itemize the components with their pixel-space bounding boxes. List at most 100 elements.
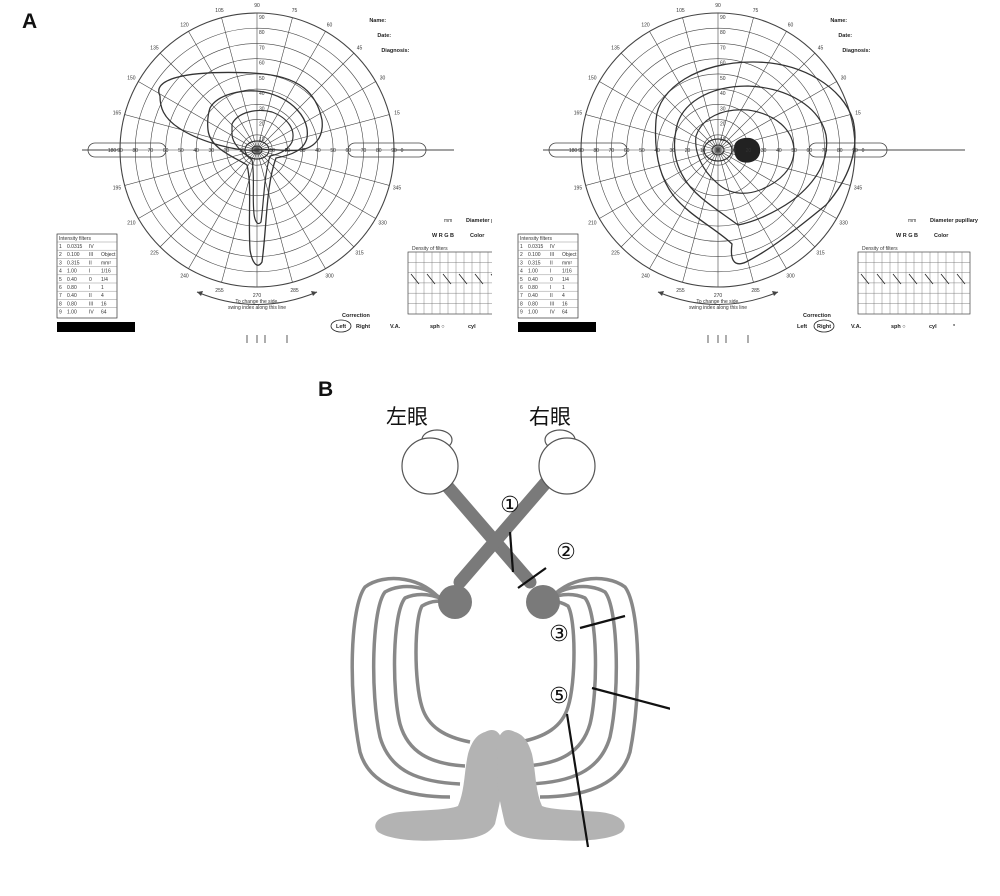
angle-label-270: 270 [714,293,723,299]
grid-spoke [256,52,355,151]
table-cell: 1 [59,244,62,250]
table-cell: 16 [562,301,568,307]
redaction-bar [518,322,596,332]
table-cell: 1.00 [67,310,77,316]
left-eye-label: 左眼 [386,405,428,429]
eccentricity-label: 40 [259,91,265,97]
table-cell: IV [550,310,555,316]
table-cell: II [550,260,553,266]
density-mark [490,273,492,276]
angle-label-210: 210 [588,221,597,227]
eccentricity-label: 40 [776,148,782,154]
eccentricity-label: 50 [178,148,184,154]
isopter-central-core [251,145,263,155]
table-cell: IV [550,244,555,250]
table-cell: 0.80 [528,285,538,291]
eccentricity-label: 80 [837,148,843,154]
table-cell: 0.0315 [528,244,544,250]
angle-label-345: 345 [854,186,863,192]
angle-label-285: 285 [751,288,760,294]
marker-2: ② [556,540,576,565]
left-eye-option: Left [797,324,807,330]
eccentricity-label: 10 [700,148,706,154]
eccentricity-label: 80 [259,30,265,36]
density-mark [458,273,468,285]
table-cell: 7 [59,293,62,299]
grid-spoke [138,81,258,151]
grid-spoke [585,149,719,186]
table-cell: II [550,293,553,299]
grid-spoke [256,149,376,219]
date-label: Date: [377,33,391,39]
scale-track [347,142,427,158]
grid-spoke [599,81,719,151]
eccentricity-label: 20 [285,148,291,154]
scale-track [87,142,167,158]
table-cell: 9 [59,310,62,316]
polar-grid [56,12,492,343]
eccentricity-label: 20 [259,122,265,128]
table-cell: 4 [520,269,523,275]
lesion-line-5 [565,713,590,848]
eccentricity-label: 10 [269,148,275,154]
angle-label-225: 225 [150,251,159,257]
right-eye-option: Right [356,324,370,330]
eccentricity-label: 20 [685,148,691,154]
eccentricity-label: 10 [239,148,245,154]
eccentricity-label: 30 [300,148,306,154]
arrow-head [772,291,778,296]
eccentricity-label: 90 [259,15,265,21]
angle-label-255: 255 [676,288,685,294]
grid-spoke [159,149,258,248]
change-side-note: swing index along this line [689,305,747,311]
left-occipital-cortex [375,730,504,841]
table-cell: IV [89,310,94,316]
grid-spoke [717,149,837,219]
eccentricity-label: 60 [346,148,352,154]
angle-label-0: 0 [862,148,865,154]
right-eye-label: 右眼 [529,405,571,429]
table-cell: 0.315 [67,260,80,266]
angle-label-75: 75 [292,8,298,14]
change-side-note: To change the side, [696,299,739,305]
grid-spoke [256,149,293,283]
lesion-markers: ① ② ③ ④ ⑤ [500,493,670,732]
table-cell: I [550,285,551,291]
angle-label-225: 225 [611,251,620,257]
grid-spoke [256,149,326,269]
grid-spoke [585,114,719,151]
va-label: V.A. [390,324,401,330]
lesion-line-2 [517,567,547,589]
isopter-outer [158,71,323,152]
panel-label-b: B [318,378,334,401]
arrow-head [658,291,664,296]
density-mark [924,273,934,285]
arrow-head [311,291,317,296]
table-cell: II [89,260,92,266]
grid-spoke [717,149,816,248]
mm-label: mm [908,218,916,224]
eccentricity-label: 90 [720,15,726,21]
eccentricity-label: 50 [791,148,797,154]
angle-label-330: 330 [839,221,848,227]
angle-label-300: 300 [786,274,795,280]
right-lateral-geniculate-body [526,585,560,619]
table-cell: 0 [550,277,553,283]
lesion-line-3 [579,614,626,630]
table-cell: 64 [562,310,568,316]
table-cell: 0.40 [528,277,538,283]
eccentricity-label: 80 [593,148,599,154]
table-cell: III [89,252,93,258]
angle-label-135: 135 [150,45,159,51]
grid-spoke [159,52,258,151]
grid-spoke [620,52,719,151]
table-cell: I [89,285,90,291]
eccentricity-label: 40 [193,148,199,154]
grid-spoke [256,81,376,151]
scale-track [808,142,888,158]
visual-cortex [375,730,625,841]
eccentricity-label: 30 [209,148,215,154]
angle-label-180: 180 [108,148,117,154]
rotation-arc [657,291,779,305]
table-cell: 5 [520,277,523,283]
